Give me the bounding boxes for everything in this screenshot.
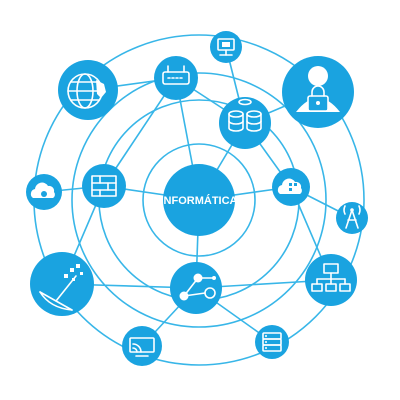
- share-icon: [170, 262, 222, 314]
- firewall-icon: [82, 164, 126, 208]
- cloud-gear-icon: [26, 174, 62, 210]
- orbit-ring-inner: [142, 143, 256, 257]
- server-icon: [255, 325, 289, 359]
- center-node: INFORMÁTICA: [161, 164, 238, 236]
- center-label: INFORMÁTICA: [161, 194, 238, 207]
- satellite-dish-icon: [30, 252, 94, 316]
- orbit-ring-outer: [71, 72, 327, 328]
- antenna-icon: [336, 202, 368, 234]
- cast-monitor-icon: [122, 326, 162, 366]
- globe-icon: [58, 60, 118, 120]
- user-lock-icon: [282, 56, 354, 128]
- org-network-icon: [305, 254, 357, 306]
- monitor-network-icon: [210, 31, 242, 63]
- router-icon: [154, 56, 198, 100]
- database-icon: [219, 97, 271, 149]
- cloud-grid-icon: [272, 168, 310, 206]
